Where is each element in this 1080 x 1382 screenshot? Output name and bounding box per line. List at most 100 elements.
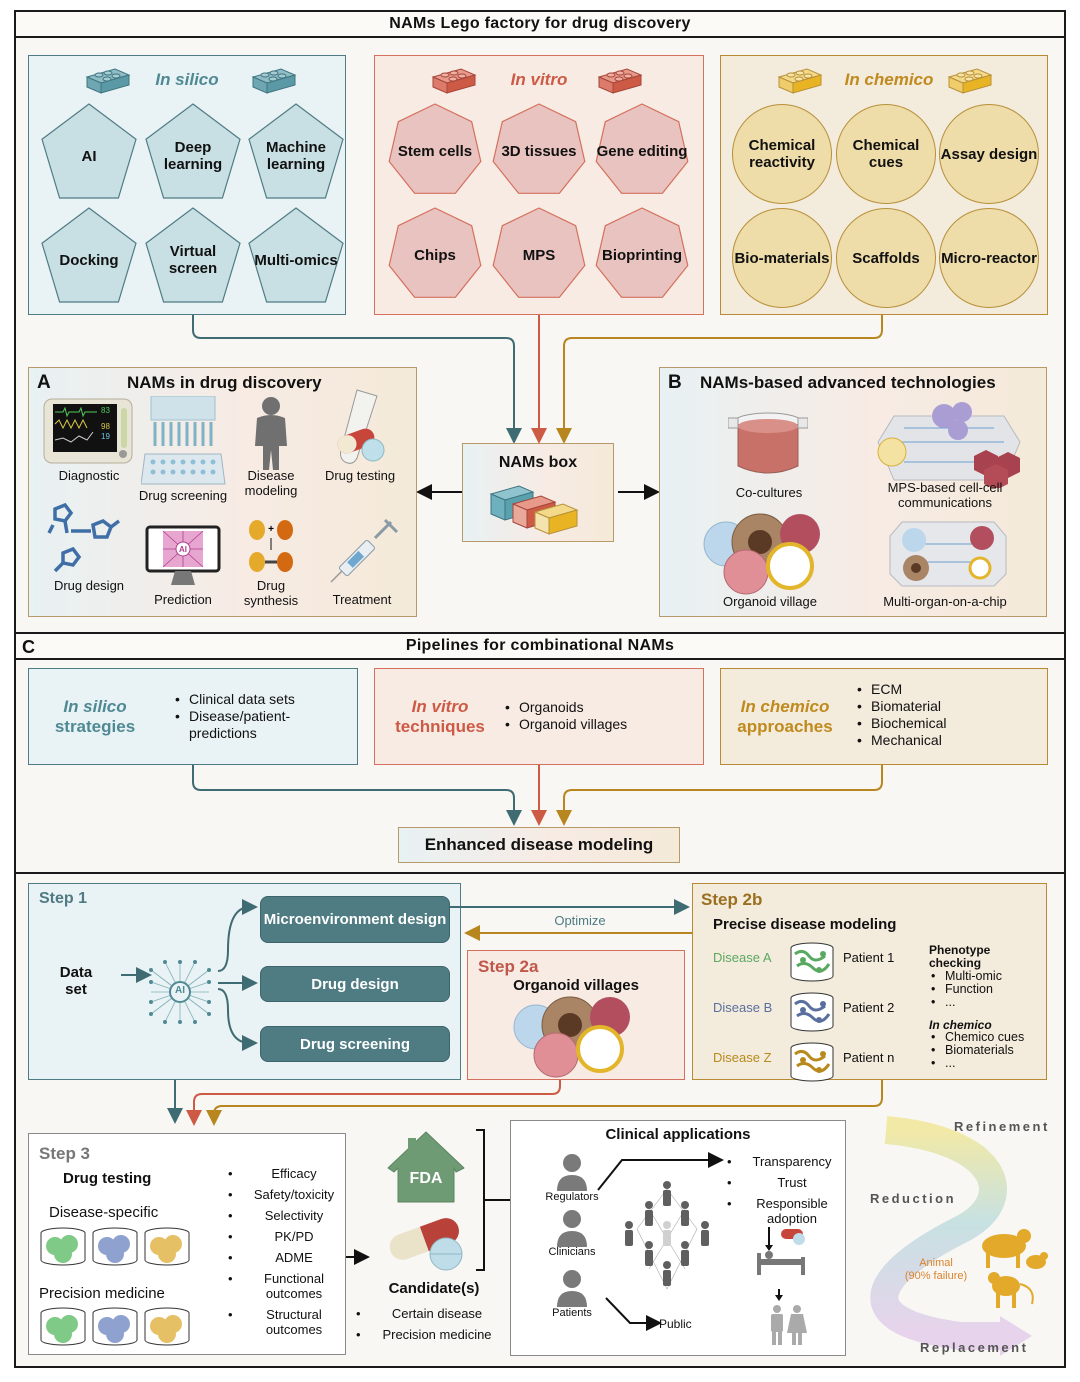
lego-item-label: 3D tissues <box>501 142 577 160</box>
organoid-well-icon <box>91 1226 139 1273</box>
step-2b-title: Precise disease modeling <box>713 916 897 933</box>
hospital-bed-icon <box>755 1227 815 1282</box>
lego-item-chemical-cues: Chemical cues <box>836 104 936 204</box>
lego-item-bioprinting: Bioprinting <box>593 206 691 304</box>
heptagon-shape <box>492 103 586 194</box>
disease-label: Disease Z <box>713 1050 772 1065</box>
candidates-title: Candidate(s) <box>388 1280 480 1297</box>
lego-item-label: Docking <box>59 251 119 269</box>
list-item: ADME <box>226 1247 346 1268</box>
list-item: Responsible adoption <box>725 1193 843 1226</box>
panel-a-letter: A <box>37 372 51 393</box>
in-chemico-title: In chemico <box>844 70 934 89</box>
list-item: Organoid villages <box>503 716 693 733</box>
pentagon-shape <box>145 207 241 303</box>
lego-item-assay-design: Assay design <box>939 104 1039 204</box>
step-2b-panel: Step 2b Precise disease modeling Disease… <box>692 883 1047 1082</box>
lego-item-machine-learning: Machine learning <box>247 102 345 200</box>
phenotype-list: Multi-omic Function ... <box>929 970 1002 1010</box>
label-prediction: Prediction <box>154 592 212 607</box>
lego-item-chemical-reactivity: Chemical reactivity <box>732 104 832 204</box>
list-item: PK/PD <box>226 1226 346 1247</box>
disease-row: Disease B Patient 2 <box>693 992 923 1036</box>
optimize-label: Optimize <box>554 913 606 928</box>
fda-house-icon: FDA <box>384 1128 468 1209</box>
lego-item-label: Chemical reactivity <box>748 137 816 171</box>
step-1-panel: Step 1 Data set AI Microenvironment desi… <box>28 883 461 1080</box>
patient-label: Patient 1 <box>843 950 895 965</box>
nams-box-title: NAMs box <box>498 454 578 471</box>
list-item: Efficacy <box>226 1163 346 1184</box>
lego-item-label: Assay design <box>940 145 1038 163</box>
heptagon-shape <box>388 103 482 194</box>
in-silico-strategies-subtitle: strategies <box>54 717 136 736</box>
lego-item-docking: Docking <box>40 206 138 304</box>
svg-text:+: + <box>268 524 274 535</box>
monitor-value-hr: 83 <box>101 406 110 415</box>
mps-chip-icon <box>874 402 1024 493</box>
lego-item-gene-editing: Gene editing <box>593 102 691 200</box>
regulators-label: Regulators <box>545 1191 599 1203</box>
in-vitro-techniques-subtitle: techniques <box>395 717 485 736</box>
panel-c-letter: C <box>22 637 36 657</box>
label-co-cultures: Co-cultures <box>735 485 803 500</box>
lego-item-label: Machine learning <box>265 139 326 173</box>
animal-failure-note: (90% failure) <box>904 1270 968 1282</box>
list-item: Trust <box>725 1172 843 1193</box>
clinicians-label: Clinicians <box>548 1246 596 1258</box>
lego-bricks-stack-icon <box>489 480 589 541</box>
list-item: Biochemical <box>855 715 1035 732</box>
nams-box: NAMs box <box>462 443 614 542</box>
disease-row: Disease Z Patient n <box>693 1042 923 1086</box>
panel-c-title: Pipelines for combinational NAMs <box>405 637 675 654</box>
syringe-icon <box>329 518 399 589</box>
people-network-icon <box>621 1179 713 1304</box>
candidates-list: Certain disease Precision medicine <box>354 1303 504 1345</box>
sick-person-icon <box>249 396 293 477</box>
well-icon <box>789 942 835 987</box>
lego-item-3d-tissues: 3D tissues <box>490 102 588 200</box>
animals-icon <box>976 1228 1058 1315</box>
reduction-label: Reduction <box>870 1191 957 1206</box>
list-item: Precision medicine <box>354 1324 504 1345</box>
lego-item-virtual-screen: Virtual screen <box>144 206 242 304</box>
list-item: Chemico cues <box>929 1031 1024 1045</box>
enhanced-disease-modeling-label: Enhanced disease modeling <box>424 835 654 854</box>
lego-item-scaffolds: Scaffolds <box>836 208 936 308</box>
organoid-village-icon <box>512 995 636 1084</box>
pentagon-shape <box>145 103 241 199</box>
clinical-applications-panel: Clinical applications Regulators Clinici… <box>510 1120 846 1356</box>
heptagon-shape <box>492 207 586 298</box>
monitor-value-spo2: 98 <box>101 422 110 431</box>
label-treatment: Treatment <box>332 592 392 607</box>
lego-item-label: MPS <box>522 246 556 264</box>
list-item: Biomaterial <box>855 698 1035 715</box>
lego-item-multi-omics: Multi-omics <box>247 206 345 304</box>
people-couple-icon <box>765 1289 811 1350</box>
in-vitro-techniques-list: Organoids Organoid villages <box>503 699 693 733</box>
in-chemico-approaches-subtitle: approaches <box>737 717 833 736</box>
in-chemico-approaches-box: In chemico approaches ECM Biomaterial Bi… <box>720 668 1048 765</box>
lego-brick-icon <box>597 65 643 100</box>
precision-medicine-label: Precision medicine <box>39 1285 165 1302</box>
lego-item-chips: Chips <box>386 206 484 304</box>
drug-screening-box: Drug screening <box>260 1026 450 1062</box>
ai-neural-network-icon: AI <box>147 960 213 1029</box>
monitor-value-rr: 19 <box>101 432 110 441</box>
list-item: Certain disease <box>354 1303 504 1324</box>
lego-item-ai: AI <box>40 102 138 200</box>
public-label: Public <box>659 1317 692 1331</box>
list-item: Selectivity <box>226 1205 346 1226</box>
in-vitro-techniques-title: In vitro <box>411 697 469 716</box>
heptagon-shape <box>388 207 482 298</box>
lego-item-label: Stem cells <box>397 142 473 160</box>
list-item: Functional outcomes <box>226 1268 346 1304</box>
lego-item-bio-materials: Bio-materials <box>732 208 832 308</box>
person-icon <box>555 1153 589 1196</box>
well-icon <box>789 992 835 1037</box>
lego-item-micro-reactor: Micro-reactor <box>939 208 1039 308</box>
label-multi-organ-chip: Multi-organ-on-a-chip <box>883 594 1007 609</box>
in-chemico-approaches-list: ECM Biomaterial Biochemical Mechanical <box>855 681 1035 749</box>
refinement-label: Refinement <box>954 1119 1050 1134</box>
panel-c-title-bar: C Pipelines for combinational NAMs <box>14 632 1066 660</box>
